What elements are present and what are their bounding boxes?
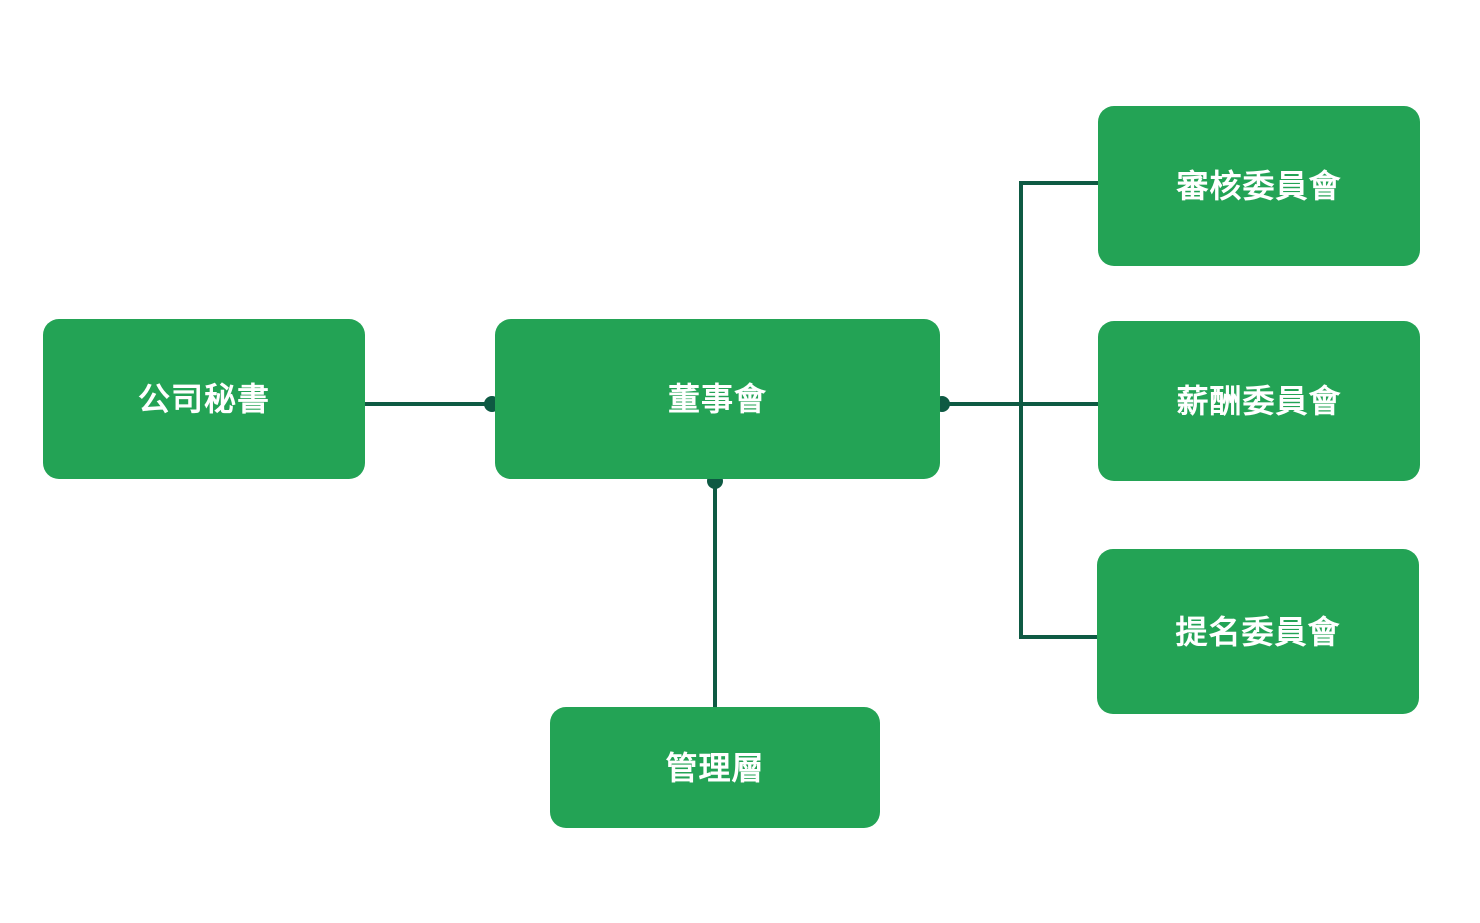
node-label: 董事會 <box>667 380 767 418</box>
node-company-secretary[interactable]: 公司秘書 <box>43 319 365 479</box>
node-board-of-directors[interactable]: 董事會 <box>495 319 940 479</box>
node-label: 提名委員會 <box>1175 612 1341 651</box>
node-management[interactable]: 管理層 <box>550 707 880 828</box>
connector-committee-trunk <box>1019 181 1098 639</box>
node-nomination-committee[interactable]: 提名委員會 <box>1097 549 1419 714</box>
node-compensation-committee[interactable]: 薪酬委員會 <box>1098 321 1420 481</box>
node-label: 公司秘書 <box>137 380 270 418</box>
node-label: 審核委員會 <box>1176 167 1342 205</box>
node-label: 薪酬委員會 <box>1176 382 1342 420</box>
node-label: 管理層 <box>665 748 765 787</box>
node-audit-committee[interactable]: 審核委員會 <box>1098 106 1420 266</box>
